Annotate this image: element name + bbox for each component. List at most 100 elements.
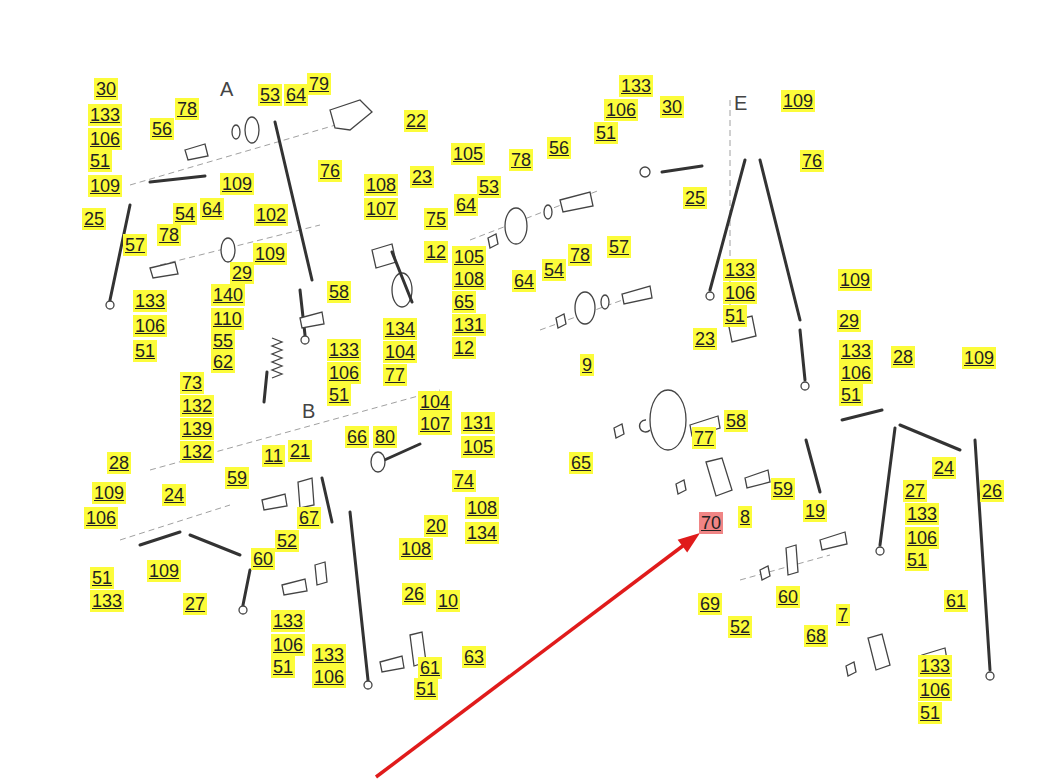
callout-number: 8 xyxy=(738,506,752,528)
pin xyxy=(300,312,324,328)
middle-top-parts xyxy=(488,192,652,328)
view-letter: A xyxy=(218,78,235,100)
arm xyxy=(150,176,205,182)
callout-number: 28 xyxy=(891,346,915,368)
clip xyxy=(556,314,566,328)
callout-number: 108 xyxy=(364,174,398,196)
callout-number: 73 xyxy=(180,372,204,394)
callout-number: 51 xyxy=(918,702,942,724)
callout-number: 25 xyxy=(82,208,106,230)
callout-number: 68 xyxy=(804,625,828,647)
callout-number: 51 xyxy=(594,122,618,144)
callout-number: 64 xyxy=(284,84,308,106)
rod xyxy=(760,160,800,320)
pin xyxy=(820,532,847,550)
callout-number: 66 xyxy=(345,426,369,448)
callout-number: 133 xyxy=(88,104,122,126)
callout-number: 53 xyxy=(477,176,501,198)
callout-number: 104 xyxy=(383,341,417,363)
nut xyxy=(106,301,114,309)
callout-number: 52 xyxy=(728,616,752,638)
callout-number: 109 xyxy=(220,173,254,195)
group-b-parts xyxy=(140,444,426,689)
highlighted-callout-number: 70 xyxy=(699,512,723,534)
pin xyxy=(264,372,267,402)
callout-number: 106 xyxy=(839,362,873,384)
callout-number: 78 xyxy=(157,224,181,246)
nut xyxy=(301,336,309,344)
callout-number: 140 xyxy=(211,284,245,306)
callout-number: 27 xyxy=(183,593,207,615)
callout-number: 54 xyxy=(542,259,566,281)
washer xyxy=(544,205,552,219)
callout-number: 131 xyxy=(461,412,495,434)
callout-number: 9 xyxy=(580,354,594,376)
plate xyxy=(786,545,798,575)
disc xyxy=(245,117,259,143)
callout-number: 78 xyxy=(568,244,592,266)
callout-number: 27 xyxy=(903,480,927,502)
group-e-parts xyxy=(640,160,994,680)
callout-number: 132 xyxy=(180,441,214,463)
rod xyxy=(243,570,250,605)
callout-number: 26 xyxy=(980,480,1004,502)
callout-number: 26 xyxy=(402,583,426,605)
callout-number: 133 xyxy=(90,590,124,612)
callout-number: 108 xyxy=(465,497,499,519)
callout-number: 77 xyxy=(383,364,407,386)
callout-number: 134 xyxy=(383,318,417,340)
callout-number: 106 xyxy=(312,666,346,688)
callout-number: 65 xyxy=(569,452,593,474)
callout-number: 133 xyxy=(133,290,167,312)
callout-number: 104 xyxy=(418,391,452,413)
callout-number: 75 xyxy=(424,208,448,230)
callout-number: 105 xyxy=(452,246,486,268)
callout-number: 79 xyxy=(307,73,331,95)
callout-number: 106 xyxy=(133,315,167,337)
plate xyxy=(868,634,890,670)
callout-number: 80 xyxy=(373,426,397,448)
callout-number: 109 xyxy=(92,482,126,504)
callout-number: 11 xyxy=(262,445,285,467)
callout-number: 64 xyxy=(512,270,536,292)
axis-line xyxy=(160,225,320,265)
rod xyxy=(880,428,895,545)
callout-number: 133 xyxy=(918,655,952,677)
callout-number: 67 xyxy=(297,507,321,529)
disc xyxy=(505,208,527,244)
callout-number: 107 xyxy=(418,413,452,435)
callout-number: 51 xyxy=(133,340,157,362)
pointer-arrow xyxy=(376,533,700,777)
callout-number: 60 xyxy=(251,548,275,570)
callout-number: 105 xyxy=(461,436,495,458)
callout-number: 51 xyxy=(88,150,112,172)
callout-number: 51 xyxy=(327,384,351,406)
callout-number: 55 xyxy=(211,330,235,352)
callout-number: 59 xyxy=(225,467,249,489)
callout-number: 19 xyxy=(803,500,827,522)
callout-number: 51 xyxy=(414,678,438,700)
callout-number: 131 xyxy=(452,314,486,336)
callout-number: 106 xyxy=(84,507,118,529)
rod xyxy=(975,440,990,670)
callout-number: 109 xyxy=(88,175,122,197)
construction-lines xyxy=(120,100,830,580)
callout-number: 22 xyxy=(404,110,428,132)
callout-number: 60 xyxy=(776,586,800,608)
pin xyxy=(185,144,208,160)
arm xyxy=(842,410,882,420)
callout-number: 106 xyxy=(918,679,952,701)
lever xyxy=(322,478,332,522)
callout-number: 24 xyxy=(932,457,956,479)
callout-number: 78 xyxy=(175,98,199,120)
callout-number: 21 xyxy=(288,440,312,462)
callout-number: 106 xyxy=(88,128,122,150)
pin xyxy=(560,192,593,212)
view-letter: E xyxy=(732,92,749,114)
arm xyxy=(140,532,180,545)
arrow-head xyxy=(678,533,700,553)
callout-number: 57 xyxy=(123,234,147,256)
callout-number: 65 xyxy=(452,291,476,313)
nut xyxy=(801,382,809,390)
